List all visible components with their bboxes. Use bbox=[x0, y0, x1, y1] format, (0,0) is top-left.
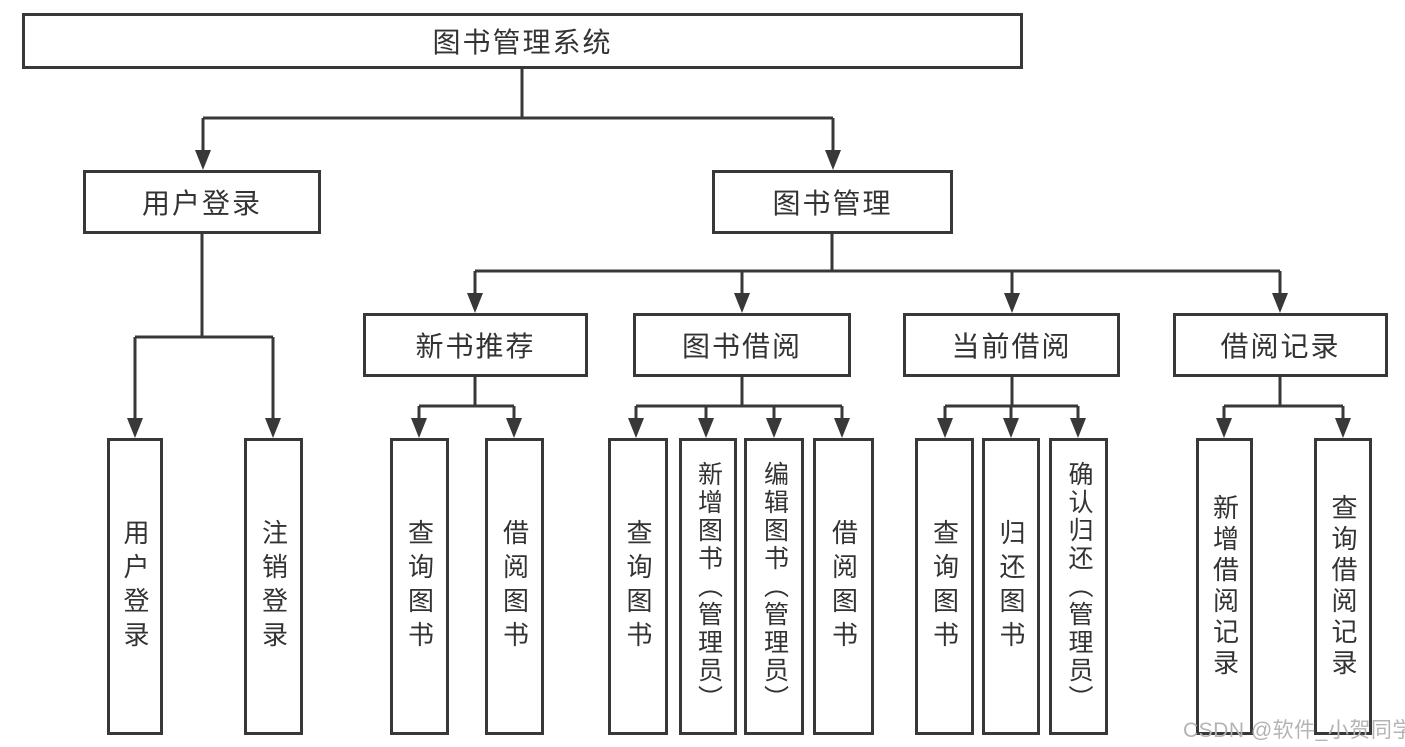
leaf-query-books-current-label: 查询图书 bbox=[929, 518, 960, 655]
node-root-library-system: 图书管理系统 bbox=[22, 13, 1023, 69]
leaf-edit-books-admin: 编辑图书（管理员） bbox=[744, 438, 804, 735]
tree-edges bbox=[133, 69, 1345, 420]
leaf-confirm-return-admin: 确认归还（管理员） bbox=[1049, 438, 1108, 735]
leaf-query-books-current: 查询图书 bbox=[915, 438, 974, 735]
leaf-user-login: 用户登录 bbox=[107, 438, 163, 735]
leaf-add-books-admin-label: 新增图书（管理员） bbox=[694, 460, 723, 713]
csdn-watermark: CSDN @软件_小贺同学 bbox=[1183, 719, 1405, 742]
leaf-return-books: 归还图书 bbox=[982, 438, 1040, 735]
leaf-borrow-books-recommend-label: 借阅图书 bbox=[499, 518, 530, 655]
leaf-query-books-recommend: 查询图书 bbox=[390, 438, 449, 735]
leaf-edit-books-admin-label: 编辑图书（管理员） bbox=[760, 460, 789, 713]
node-current-borrow-label: 当前借阅 bbox=[951, 331, 1072, 362]
leaf-query-books-borrow-label: 查询图书 bbox=[623, 518, 653, 655]
leaf-add-books-admin: 新增图书（管理员） bbox=[679, 438, 737, 735]
arrowhead-icons bbox=[127, 150, 1351, 438]
node-user-login-branch-label: 用户登录 bbox=[141, 188, 262, 219]
node-borrow-records-label: 借阅记录 bbox=[1220, 331, 1341, 362]
node-root-label: 图书管理系统 bbox=[432, 27, 613, 58]
leaf-query-books-borrow: 查询图书 bbox=[608, 438, 668, 735]
leaf-borrow-books: 借阅图书 bbox=[813, 438, 874, 735]
leaf-query-borrow-record-label: 查询借阅记录 bbox=[1328, 493, 1358, 680]
leaf-query-books-recommend-label: 查询图书 bbox=[404, 518, 435, 655]
leaf-query-borrow-record: 查询借阅记录 bbox=[1314, 438, 1372, 735]
leaf-add-borrow-record: 新增借阅记录 bbox=[1196, 438, 1253, 735]
leaf-borrow-books-label: 借阅图书 bbox=[828, 518, 859, 655]
node-book-management-branch-label: 图书管理 bbox=[772, 188, 893, 219]
node-new-book-recommend-label: 新书推荐 bbox=[415, 331, 536, 362]
node-current-borrow: 当前借阅 bbox=[903, 313, 1120, 377]
leaf-add-borrow-record-label: 新增借阅记录 bbox=[1209, 493, 1240, 680]
leaf-borrow-books-recommend: 借阅图书 bbox=[485, 438, 544, 735]
node-user-login-branch: 用户登录 bbox=[83, 170, 321, 234]
node-book-management-branch: 图书管理 bbox=[712, 170, 953, 234]
leaf-logout-login-label: 注销登录 bbox=[258, 518, 289, 655]
node-book-borrow-label: 图书借阅 bbox=[681, 331, 802, 362]
leaf-return-books-label: 归还图书 bbox=[996, 518, 1026, 655]
leaf-confirm-return-admin-label: 确认归还（管理员） bbox=[1065, 460, 1093, 713]
node-book-borrow: 图书借阅 bbox=[633, 313, 851, 377]
node-new-book-recommend: 新书推荐 bbox=[363, 313, 588, 377]
node-borrow-records: 借阅记录 bbox=[1173, 313, 1388, 377]
leaf-user-login-label: 用户登录 bbox=[120, 518, 150, 655]
leaf-logout-login: 注销登录 bbox=[244, 438, 303, 735]
